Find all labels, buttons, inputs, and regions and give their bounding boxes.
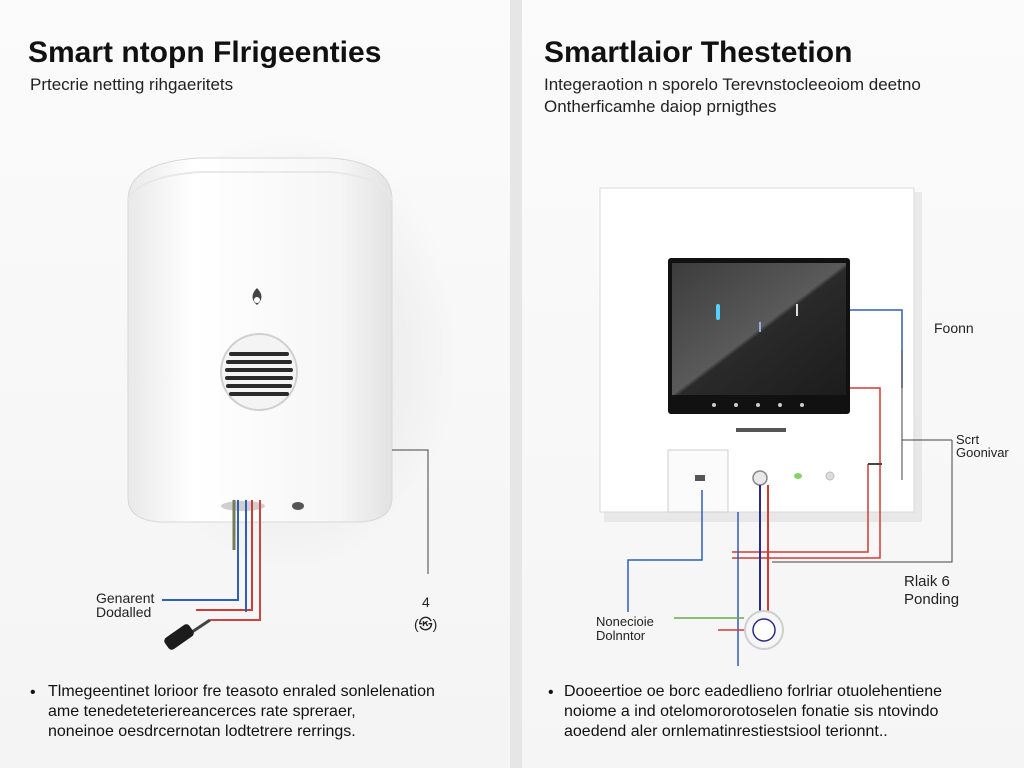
right-bullet-line-3: aoedend aler ornlematinrestiestsiool ter… bbox=[564, 723, 888, 740]
cable-plug bbox=[164, 618, 211, 650]
label-blak-1: Rlaik 6 bbox=[904, 573, 950, 590]
panel-divider bbox=[510, 0, 522, 768]
flame-icon bbox=[252, 288, 262, 305]
screen-buttons bbox=[712, 403, 804, 407]
aux-button bbox=[825, 471, 835, 481]
junction-ring-icon bbox=[744, 610, 784, 650]
right-bullet-line-2: noiome a ind otelomororotoselen fonatie … bbox=[564, 703, 939, 720]
right-panel: Smartlaior Thestetion Integeraotion n sp… bbox=[522, 0, 1024, 768]
status-led bbox=[794, 473, 802, 479]
left-wiring bbox=[162, 449, 429, 621]
right-wiring bbox=[627, 309, 953, 666]
label-blak-2: Ponding bbox=[904, 591, 960, 608]
brand-mark bbox=[736, 428, 786, 432]
left-bullet-marker: • bbox=[30, 684, 36, 701]
left-bullet-line-2: ame tenedeteteriereancerces rate sprerae… bbox=[48, 703, 356, 720]
label-foonn: Foonn bbox=[934, 320, 974, 336]
dial-button bbox=[752, 470, 768, 486]
left-bullet-line-3: noneinoe oesdrcernotan lodtetrere rerrin… bbox=[48, 723, 356, 740]
right-wire-label-2: (㉿) bbox=[414, 616, 438, 632]
left-title: Smart ntopn Flrigeenties bbox=[28, 36, 382, 69]
right-subtitle-line-2: Ontherficamhe daiop prnigthes bbox=[544, 97, 777, 116]
label-sont-1: Scrt bbox=[956, 432, 980, 447]
label-nonec-1: Nonecioie bbox=[596, 614, 654, 629]
smart-thermostat-illustration bbox=[599, 187, 953, 666]
left-wire-label-2: Dodalled bbox=[96, 604, 152, 620]
wire-entry bbox=[221, 501, 265, 511]
right-wire-label-1: 4 bbox=[422, 594, 430, 610]
left-wire-label-1: Genarent bbox=[96, 590, 155, 606]
label-nonec-2: Dolnntor bbox=[596, 628, 646, 643]
right-title: Smartlaior Thestetion bbox=[544, 36, 853, 69]
right-subtitle-line-1: Integeraotion n sporelo Terevnstocleeoio… bbox=[544, 75, 921, 94]
usb-port-icon bbox=[695, 475, 705, 481]
smart-detector-illustration bbox=[120, 130, 460, 650]
speaker-grille-icon bbox=[220, 333, 298, 411]
left-subtitle: Prtecrie netting rihgaeritets bbox=[30, 75, 234, 94]
label-sont-2: Goonivar bbox=[956, 445, 1009, 460]
right-bullet-marker: • bbox=[548, 684, 554, 701]
left-bullet-line-1: Tlmegeentinet lorioor fre teasoto enrale… bbox=[48, 683, 435, 700]
right-bullet-line-1: Dooeertioe oe borc eadedlieno forlriar o… bbox=[564, 683, 943, 700]
bottom-port bbox=[292, 502, 304, 510]
left-panel: Smart ntopn Flrigeenties Prtecrie nettin… bbox=[0, 0, 510, 768]
